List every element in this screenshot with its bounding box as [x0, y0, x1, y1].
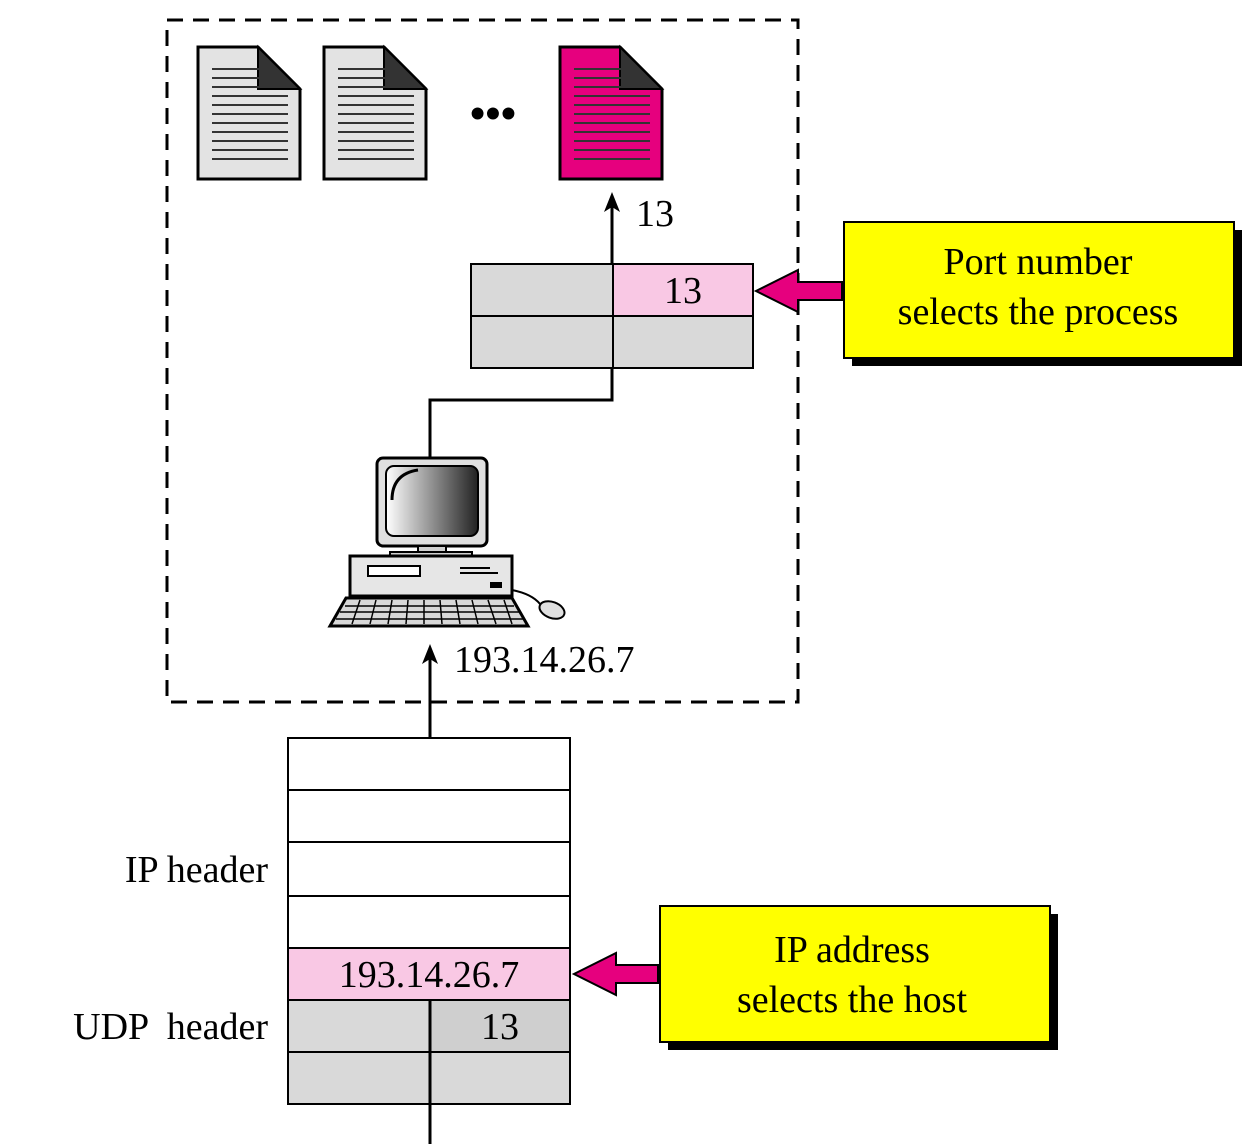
host-boundary	[165, 18, 800, 704]
port-table-port-value: 13	[664, 270, 702, 312]
ip-header-label: IP header	[125, 849, 268, 891]
udp-header-label: UDP header	[73, 1006, 268, 1048]
port-callout-line1: Port number	[944, 241, 1133, 283]
host-to-port-line	[428, 368, 614, 460]
process-port-label: 13	[636, 193, 674, 235]
ip-callout-line2: selects the host	[737, 979, 968, 1021]
packet-dest-ip-value: 193.14.26.7	[339, 954, 520, 996]
selected-process-icon	[558, 44, 665, 181]
document-icon	[196, 44, 303, 181]
packet: 193.14.26.7 13	[287, 737, 571, 1105]
port-callout-line2: selects the process	[898, 291, 1179, 333]
ellipsis: •••	[470, 89, 516, 138]
document-icon	[322, 44, 429, 181]
ip-callout: IP address selects the host	[659, 905, 1058, 1050]
ip-callout-line1: IP address	[774, 929, 930, 971]
port-callout: Port number selects the process	[843, 221, 1242, 366]
ip-callout-arrow	[571, 951, 659, 997]
host-ip-label: 193.14.26.7	[454, 639, 635, 681]
packet-dest-port-value: 13	[481, 1006, 519, 1048]
port-table: 13	[470, 263, 754, 369]
packet-dest-ip-cell	[287, 947, 571, 1001]
computer-icon	[327, 456, 566, 628]
port-callout-arrow	[753, 268, 843, 314]
